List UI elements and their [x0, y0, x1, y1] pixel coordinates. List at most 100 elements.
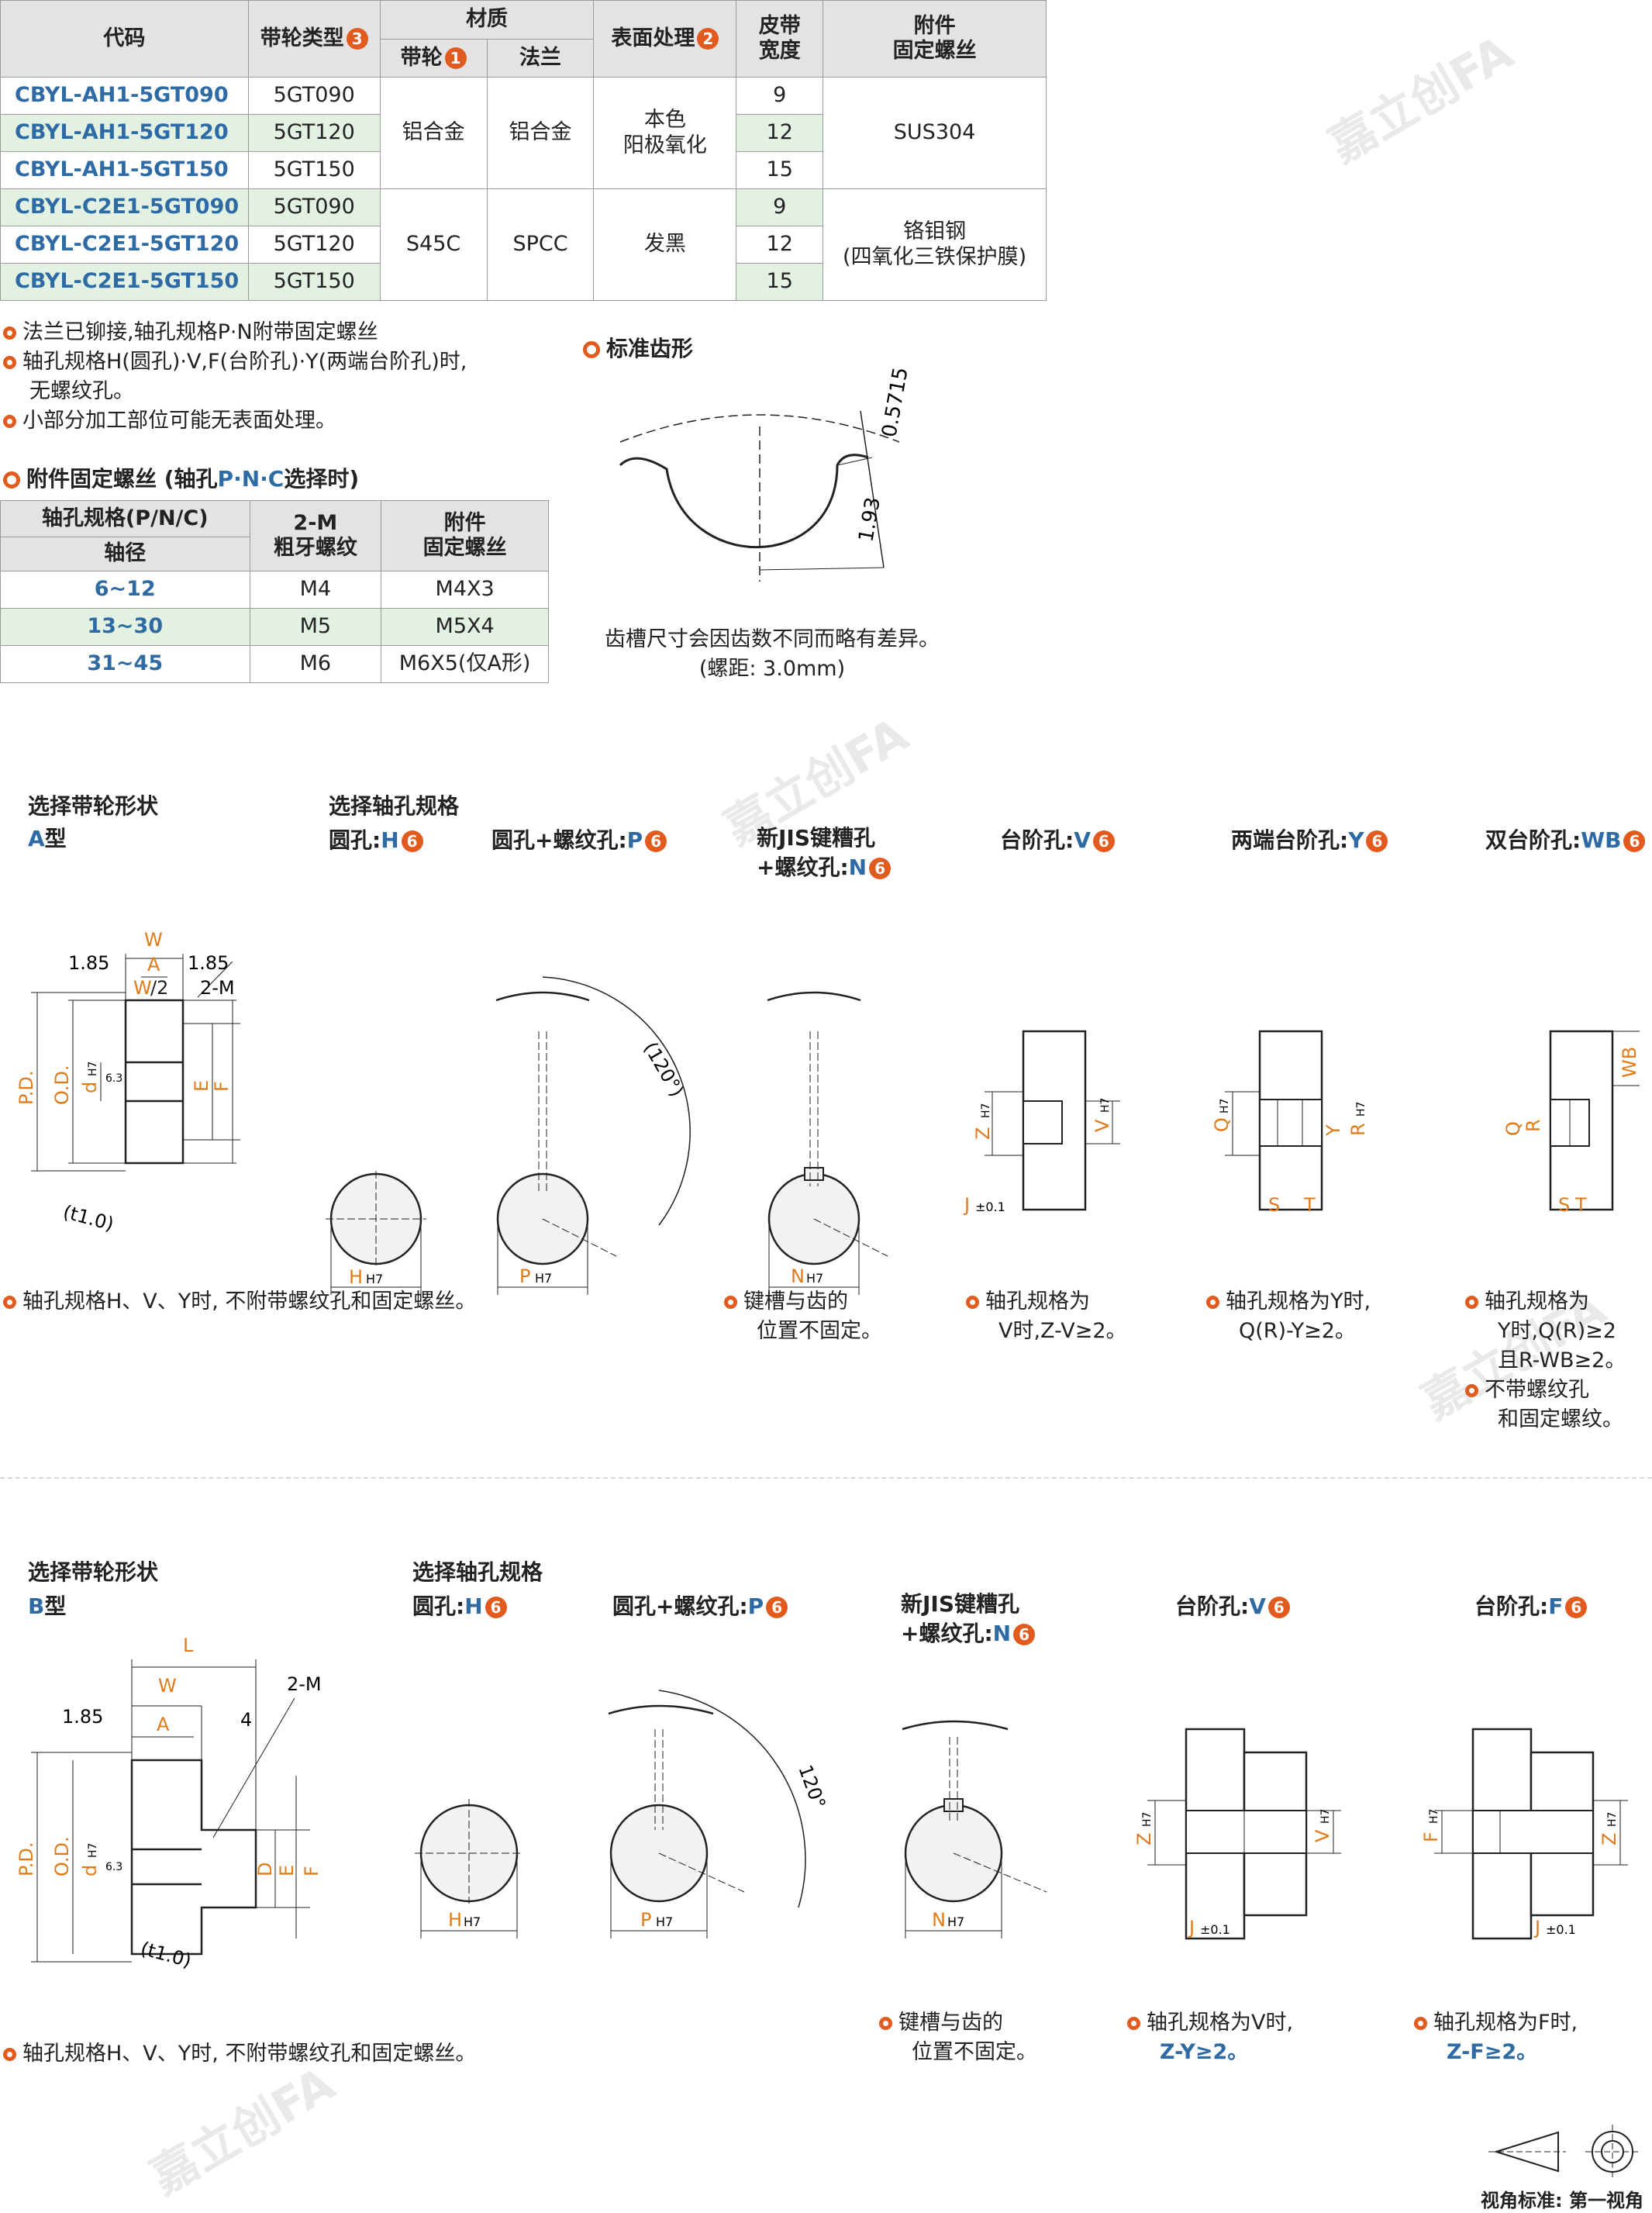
svg-text:H7: H7	[366, 1272, 383, 1286]
svg-text:±0.1: ±0.1	[1200, 1922, 1230, 1937]
svg-text:6.3: 6.3	[105, 1072, 122, 1085]
bullet-icon	[3, 415, 16, 428]
svg-text:d: d	[79, 1865, 101, 1876]
section-a-note-4: 轴孔规格为Y时,Q(R)-Y≥2。	[1206, 1287, 1371, 1346]
svg-text:H7: H7	[806, 1271, 823, 1286]
first-angle-projection-icon	[1488, 2125, 1640, 2179]
svg-text:V: V	[1312, 1829, 1333, 1842]
svg-text:S: S	[1268, 1194, 1280, 1216]
svg-text:2-M: 2-M	[200, 977, 235, 999]
svg-text:H7: H7	[1606, 1812, 1619, 1827]
svg-text:W: W	[133, 977, 152, 999]
bore-p-drawing: (120°) P H7	[495, 976, 691, 1295]
svg-text:A: A	[147, 954, 160, 975]
svg-text:4: 4	[240, 1709, 252, 1731]
svg-text:(120°): (120°)	[640, 1038, 688, 1100]
svg-text:W: W	[144, 929, 163, 951]
svg-text:H7: H7	[1428, 1809, 1440, 1824]
section-a-note-1: 轴孔规格H、V、Y时, 不附带螺纹孔和固定螺丝。	[3, 1287, 476, 1317]
svg-text:S: S	[1558, 1194, 1570, 1216]
section-a-bore-title: 选择轴孔规格	[329, 793, 460, 819]
section-b-bore-title: 选择轴孔规格	[412, 1559, 543, 1585]
svg-text:N: N	[791, 1265, 805, 1287]
svg-text:±0.1: ±0.1	[975, 1200, 1005, 1214]
section-b-shape-title: 选择带轮形状	[28, 1559, 159, 1585]
watermark: 嘉立创FA	[1319, 25, 1523, 174]
svg-text:H7: H7	[1099, 1098, 1112, 1113]
svg-text:H7: H7	[464, 1914, 481, 1929]
svg-text:P.D.: P.D.	[16, 1071, 37, 1105]
header-width: 皮带宽度	[736, 0, 824, 78]
header-screw: 附件固定螺丝	[823, 0, 1047, 78]
tooth-note: 齿槽尺寸会因齿数不同而略有差异。 (螺距: 3.0mm)	[605, 627, 940, 681]
svg-text:Q: Q	[1502, 1121, 1524, 1136]
svg-text:O.D.: O.D.	[51, 1836, 73, 1876]
svg-text:(t1.0): (t1.0)	[60, 1201, 116, 1235]
svg-text:F: F	[1420, 1832, 1442, 1842]
svg-text:Q: Q	[1211, 1117, 1233, 1132]
svg-text:H7: H7	[1141, 1812, 1154, 1827]
svg-text:1.85: 1.85	[68, 952, 109, 974]
view-standard: 视角标准: 第一视角	[1481, 2190, 1643, 2211]
tooth-title: 标准齿形	[583, 332, 693, 363]
section-a-shape: A型	[28, 826, 67, 851]
svg-text:H: H	[448, 1909, 462, 1931]
section-a-shape-title: 选择带轮形状	[28, 793, 159, 819]
pulley-b-drawing: L W A 1.85 2-M 4 P.D. O.D. d H7 6.3 D E …	[16, 1635, 322, 1970]
svg-text:1.85: 1.85	[188, 952, 229, 974]
svg-text:WB: WB	[1619, 1047, 1640, 1078]
svg-text:Z: Z	[1133, 1833, 1155, 1845]
svg-text:H7: H7	[1319, 1809, 1332, 1824]
svg-text:H: H	[349, 1266, 363, 1288]
bore-y-drawing: Q H7 Y R H7 S T	[1211, 1030, 1369, 1216]
svg-text:d: d	[79, 1082, 101, 1093]
svg-text:H7: H7	[980, 1103, 992, 1118]
svg-text:1.85: 1.85	[62, 1706, 103, 1728]
svg-text:2-M: 2-M	[287, 1673, 322, 1695]
section-b-note-1: 轴孔规格H、V、Y时, 不附带螺纹孔和固定螺丝。	[3, 2039, 476, 2069]
svg-text:(t1.0): (t1.0)	[138, 1938, 193, 1970]
b-bore-h-drawing: H H7	[415, 1799, 523, 1939]
header-material: 材质	[379, 0, 595, 40]
watermark: 嘉立创FA	[141, 2056, 344, 2205]
b-bore-v-drawing: Z H7 V H7 J ±0.1	[1133, 1728, 1341, 1940]
svg-text:T: T	[1303, 1194, 1316, 1216]
svg-text:P.D.: P.D.	[16, 1842, 37, 1876]
svg-text:H7: H7	[535, 1271, 552, 1286]
svg-text:D: D	[254, 1863, 276, 1876]
pulley-a-drawing: W A W /2 1.85 1.85 2-M P.D. O.D. d H7 6.…	[16, 929, 240, 1235]
tooth-profile-drawing: 0.5715 1.93	[619, 365, 913, 582]
svg-text:F: F	[301, 1866, 322, 1876]
bore-h-drawing: H H7	[326, 1171, 426, 1295]
svg-text:F: F	[211, 1081, 233, 1092]
svg-text:P: P	[640, 1909, 651, 1931]
svg-text:H7: H7	[947, 1914, 964, 1929]
svg-text:1.93: 1.93	[854, 495, 885, 544]
notes-top: 法兰已铆接,轴孔规格P·N附带固定螺丝 轴孔规格H(圆孔)·V,F(台阶孔)·Y…	[3, 318, 546, 436]
b-bore-p-drawing: 120° P H7	[608, 1690, 829, 1939]
svg-text:W: W	[158, 1675, 177, 1697]
svg-text:0.5715: 0.5715	[878, 365, 912, 439]
bullet-icon	[3, 326, 16, 340]
